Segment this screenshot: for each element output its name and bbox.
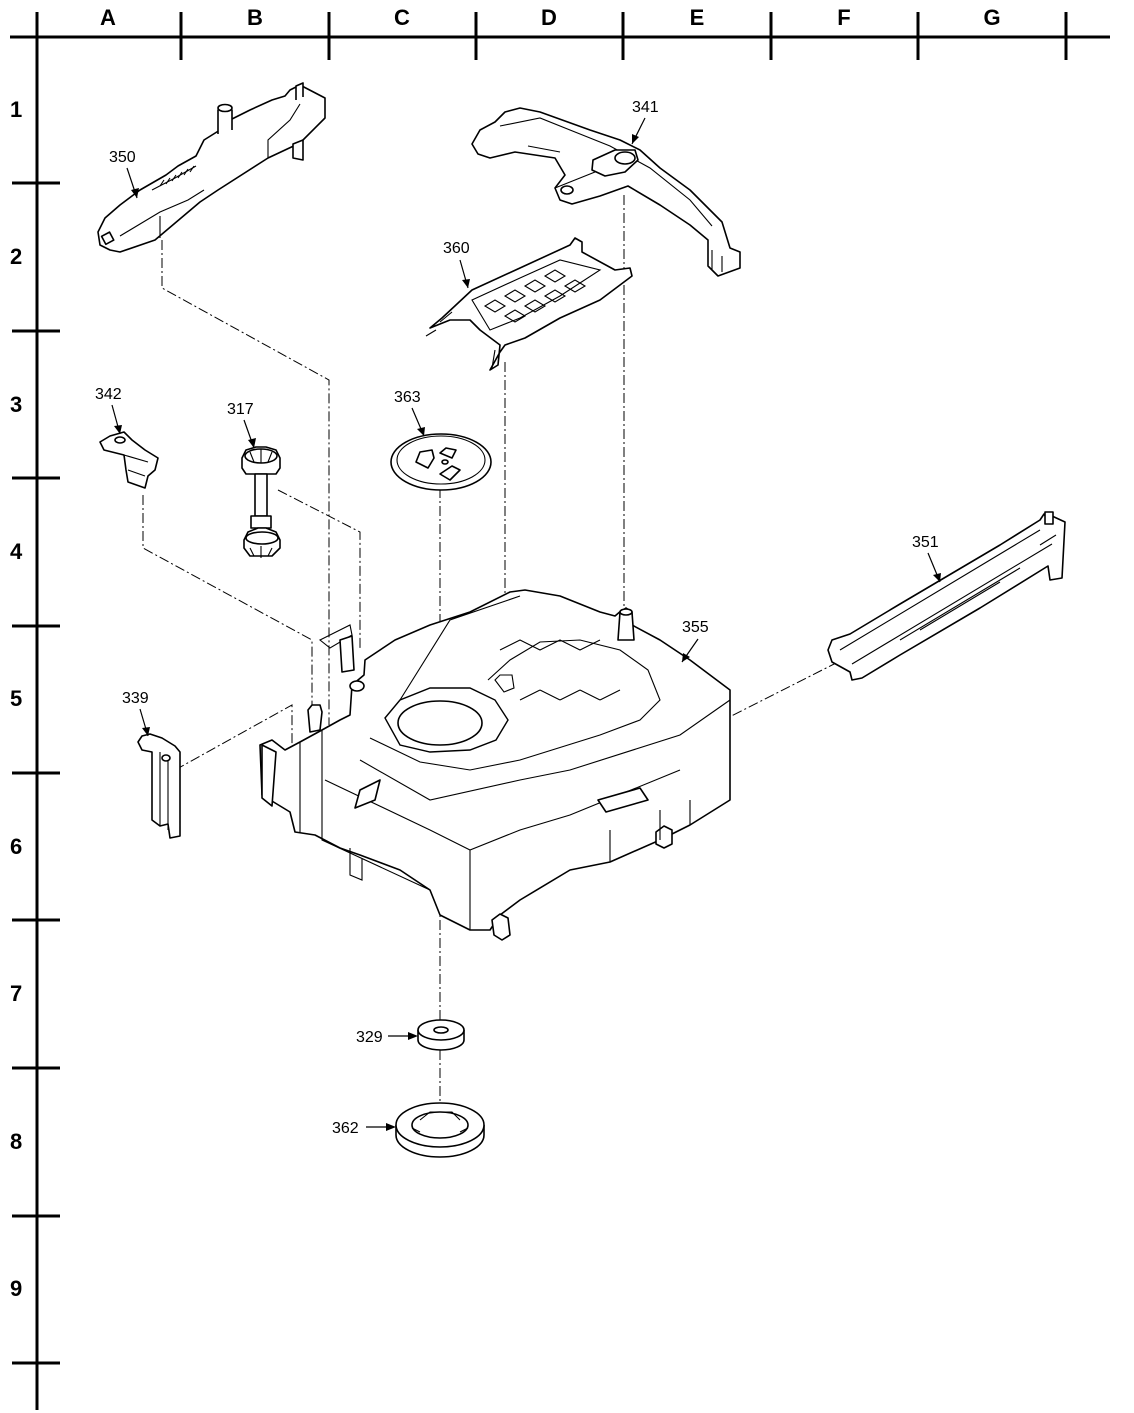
- callout-360: 360: [443, 240, 470, 257]
- row-label-1: 1: [10, 97, 22, 122]
- column-label-d: D: [541, 5, 557, 30]
- column-labels: A B C D E F G: [100, 5, 1001, 30]
- part-355-main-chassis: [259, 589, 731, 941]
- part-329-washer: [417, 1019, 465, 1051]
- column-label-a: A: [100, 5, 116, 30]
- row-label-9: 9: [10, 1276, 22, 1301]
- callout-350: 350: [109, 149, 136, 166]
- row-label-3: 3: [10, 392, 22, 417]
- part-317-gear-shaft: [241, 446, 281, 558]
- leader-lines: [111, 117, 941, 1131]
- callout-363: 363: [394, 389, 421, 406]
- row-label-7: 7: [10, 981, 22, 1006]
- part-351-side-rail: [827, 511, 1066, 681]
- row-label-4: 4: [10, 539, 23, 564]
- callout-329: 329: [356, 1029, 383, 1046]
- callout-351: 351: [912, 534, 939, 551]
- callout-317: 317: [227, 401, 254, 418]
- part-339-bracket: [137, 733, 181, 839]
- part-362-turntable-ring: [395, 1102, 485, 1158]
- row-label-5: 5: [10, 686, 22, 711]
- callout-labels: 350 341 360 342 317 363 351 355 339 329 …: [95, 99, 939, 1137]
- column-label-e: E: [690, 5, 705, 30]
- row-label-8: 8: [10, 1129, 22, 1154]
- column-label-g: G: [983, 5, 1000, 30]
- column-label-b: B: [247, 5, 263, 30]
- row-label-2: 2: [10, 244, 22, 269]
- callout-342: 342: [95, 386, 122, 403]
- part-342-small-lever: [99, 431, 159, 489]
- grid-frame: [10, 12, 1110, 1410]
- part-350-slide-lever: [97, 82, 326, 253]
- callout-341: 341: [632, 99, 659, 116]
- callout-362: 362: [332, 1120, 359, 1137]
- column-label-c: C: [394, 5, 410, 30]
- callout-339: 339: [122, 690, 149, 707]
- row-label-6: 6: [10, 834, 22, 859]
- callout-355: 355: [682, 619, 709, 636]
- part-363-clamp-disc: [390, 433, 492, 491]
- column-label-f: F: [837, 5, 850, 30]
- row-labels: 1 2 3 4 5 6 7 8 9: [10, 97, 23, 1301]
- row-ticks: [12, 181, 60, 1365]
- column-ticks: [179, 12, 1068, 60]
- part-341-upper-arm: [471, 107, 741, 277]
- part-360-holder-plate: [425, 237, 633, 371]
